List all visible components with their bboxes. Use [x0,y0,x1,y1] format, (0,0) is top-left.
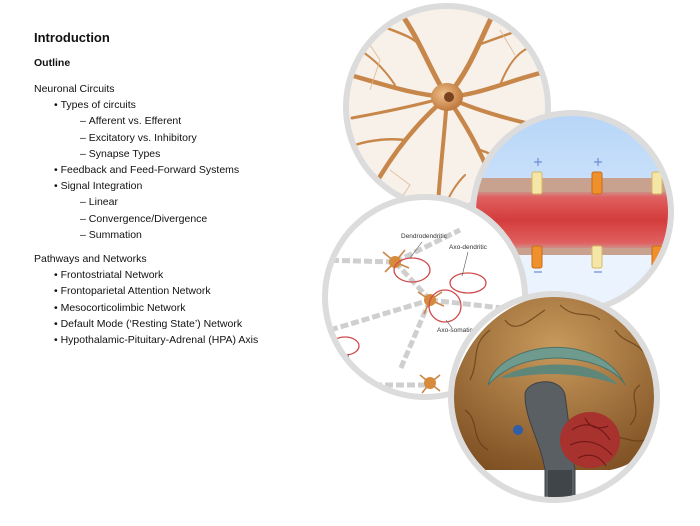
page-subtitle: Outline [34,57,71,69]
list-item: Types of circuits [34,97,344,113]
list-subitem: Linear [34,194,344,210]
section-title-pathways: Pathways and Networks [34,253,147,266]
list-item: Default Mode (‘Resting State’) Network [34,316,344,332]
list-subitem: Excitatory vs. Inhibitory [34,130,344,146]
list-item: Frontostriatal Network [34,267,344,283]
label-dendrodendritic: Dendrodendritic [401,233,448,240]
page-title: Introduction [34,30,110,45]
list-subitem: Summation [34,227,344,243]
list-item: Signal Integration [34,178,344,194]
brain-sagittal-illustration [448,291,660,503]
list-subitem: Convergence/Divergence [34,211,344,227]
label-axodendritic: Axo-dendritic [449,244,488,251]
list-item: Hypothalamic-Pituitary-Adrenal (HPA) Axi… [34,332,344,348]
list-item: Feedback and Feed-Forward Systems [34,162,344,178]
list-subitem: Synapse Types [34,146,344,162]
list-subitem: Afferent vs. Efferent [34,113,344,129]
section-title-circuits: Neuronal Circuits [34,83,115,95]
list-item: Frontoparietal Attention Network [34,283,344,299]
list-item: Mesocorticolimbic Network [34,300,344,316]
outline-panel: Introduction Outline Neuronal Circuits T… [34,30,344,348]
label-axosomatic: Axo-somatic [437,327,474,334]
